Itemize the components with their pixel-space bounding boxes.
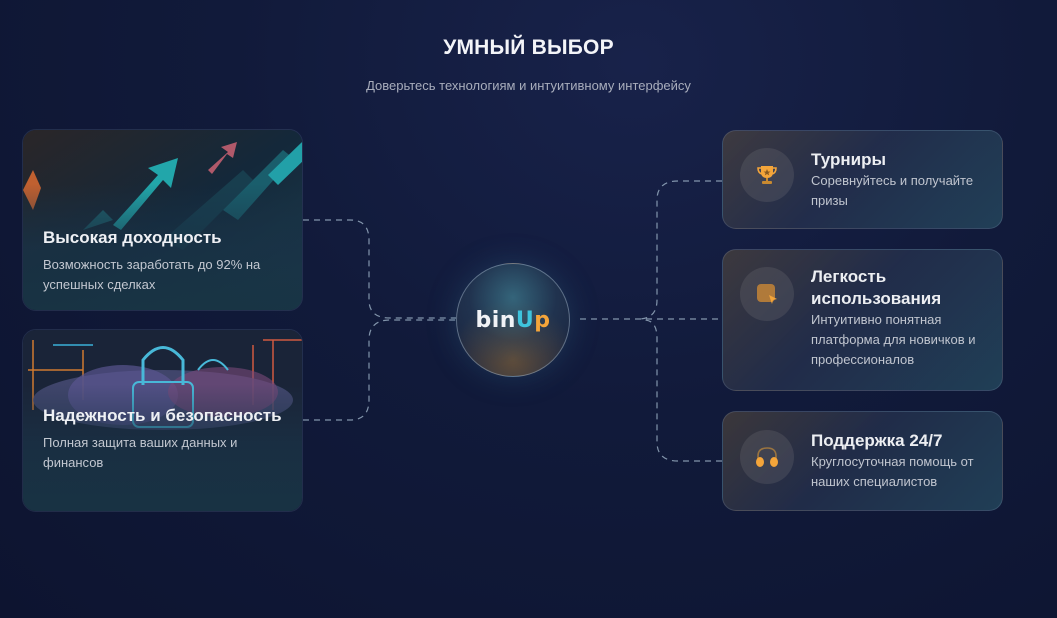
logo-text-p: p bbox=[534, 307, 551, 333]
feature-card-security[interactable]: Надежность и безопасность Полная защита … bbox=[22, 329, 303, 512]
card-description: Возможность заработать до 92% на успешны… bbox=[43, 257, 261, 292]
card-title: Турниры bbox=[811, 150, 886, 169]
headphones-icon bbox=[740, 430, 794, 484]
logo-text-bin: bin bbox=[475, 307, 516, 333]
page-title: УМНЫЙ ВЫБОР bbox=[443, 36, 614, 59]
card-title: Надежность и безопасность bbox=[43, 406, 282, 425]
card-description: Круглосуточная помощь от наших специалис… bbox=[811, 454, 974, 489]
card-description: Соревнуйтесь и получайте призы bbox=[811, 173, 974, 208]
binup-logo-hub: binUp bbox=[456, 263, 570, 377]
logo-text-u: U bbox=[515, 307, 535, 333]
card-description: Интуитивно понятная платформа для новичк… bbox=[811, 312, 976, 367]
feature-card-ease-of-use[interactable]: Легкость использования Интуитивно понятн… bbox=[722, 249, 1003, 391]
feature-card-support[interactable]: Поддержка 24/7 Круглосуточная помощь от … bbox=[722, 411, 1003, 511]
card-description: Полная защита ваших данных и финансов bbox=[43, 435, 238, 470]
page-subtitle: Доверьтесь технологиям и интуитивному ин… bbox=[366, 78, 691, 93]
feature-card-tournaments[interactable]: Турниры Соревнуйтесь и получайте призы bbox=[722, 130, 1003, 229]
card-title: Высокая доходность bbox=[43, 228, 222, 247]
feature-card-high-yield[interactable]: Высокая доходность Возможность заработат… bbox=[22, 129, 303, 311]
trophy-icon bbox=[740, 148, 794, 202]
card-title: Легкость использования bbox=[811, 267, 942, 308]
cursor-click-icon bbox=[740, 267, 794, 321]
card-title: Поддержка 24/7 bbox=[811, 431, 943, 450]
binup-logo: binUp bbox=[475, 308, 550, 333]
